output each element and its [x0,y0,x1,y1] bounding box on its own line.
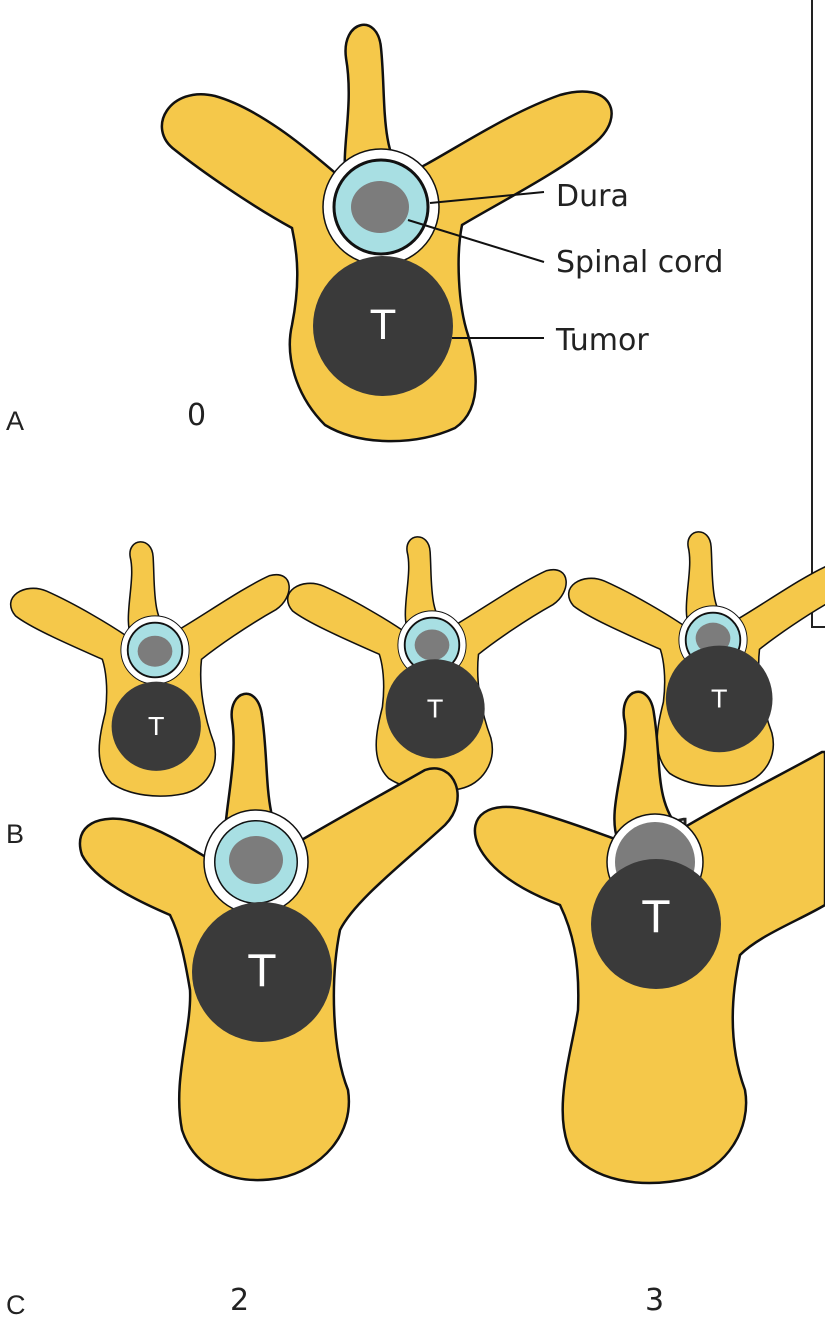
callout-tumor-label: Tumor [555,323,649,358]
grade-label-2: 2 [230,1283,249,1318]
vertebra-grade-0: T [162,25,612,441]
panel-a: T Dura Spinal cord Tumor A 0 [6,25,723,441]
grade-label-0: 0 [187,398,206,433]
grade-label-3: 3 [645,1283,664,1318]
callout-dura-label: Dura [556,179,629,214]
spinal-cord [351,181,409,233]
tumor-letter: T [711,684,728,713]
vertebra-grade-1c: T [569,532,825,786]
spinal-cord [138,636,173,667]
tumor-letter: T [427,694,444,723]
panel-letter-c: C [6,1290,26,1320]
vertebra-grade-3: T [475,692,825,1183]
tumor-letter: T [148,712,165,741]
tumor-letter: T [248,947,276,998]
frame-bracket [812,0,825,628]
panel-letter-b: B [6,819,24,849]
spinal-cord [229,836,283,884]
spinal-cord [415,630,450,661]
tumor-letter: T [642,893,670,944]
callout-spinal-cord-label: Spinal cord [556,245,723,280]
vertebra-grade-1b: T [288,537,566,791]
tumor-letter: T [370,303,396,349]
callout-tumor: Tumor [452,323,649,358]
panel-letter-a: A [6,406,24,436]
